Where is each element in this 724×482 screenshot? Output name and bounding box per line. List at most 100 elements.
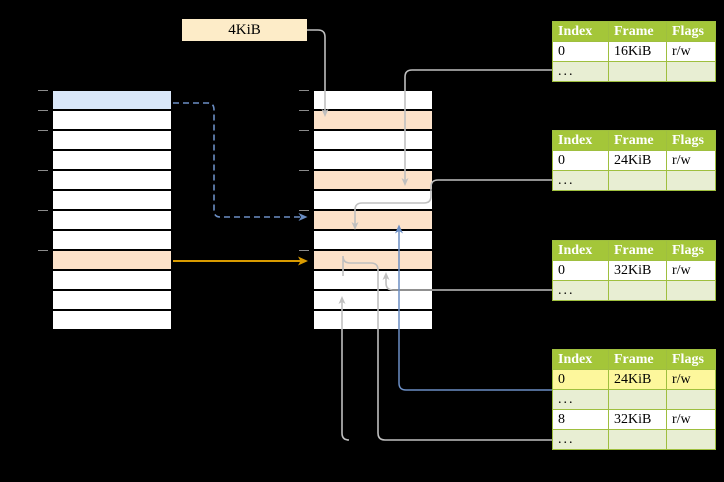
cell-index: 0 (552, 150, 609, 171)
physical-frame-cell-1[interactable] (313, 110, 433, 130)
cell-index: 0 (552, 260, 609, 281)
cell-flags (666, 389, 716, 410)
virtual-page-tick-0 (38, 90, 48, 91)
physical-frame-cell-9[interactable] (313, 270, 433, 290)
cell-flags (666, 170, 716, 191)
cell-flags: r/w (666, 260, 716, 281)
table-row-ellipsis[interactable]: ... (552, 61, 716, 82)
virtual-page-cell-10[interactable] (52, 290, 172, 310)
physical-frame-cell-3[interactable] (313, 150, 433, 170)
cell-frame: 24KiB (608, 150, 667, 171)
virtual-page-cell-4[interactable] (52, 170, 172, 190)
virtual-page-cell-8[interactable] (52, 250, 172, 270)
cell-frame (608, 61, 667, 82)
cell-index: ... (552, 389, 609, 410)
virtual-page-tick-4 (38, 170, 48, 171)
cell-frame (608, 170, 667, 191)
table-row-ellipsis[interactable]: ... (552, 389, 716, 410)
cell-index: ... (552, 170, 609, 191)
virtual-page-cell-7[interactable] (52, 230, 172, 250)
cell-frame: 16KiB (608, 41, 667, 62)
virtual-page-cell-3[interactable] (52, 150, 172, 170)
cell-index: ... (552, 429, 609, 450)
table-row-ellipsis[interactable]: ... (552, 429, 716, 450)
virtual-page-cell-6[interactable] (52, 210, 172, 230)
virtual-page-cell-1[interactable] (52, 110, 172, 130)
cell-frame: 32KiB (608, 409, 667, 430)
virtual-page-cell-11[interactable] (52, 310, 172, 330)
column-header-index: Index (552, 21, 609, 42)
table-row-ellipsis[interactable]: ... (552, 170, 716, 191)
cell-flags (666, 61, 716, 82)
physical-frame-cell-5[interactable] (313, 190, 433, 210)
physical-frame-cell-10[interactable] (313, 290, 433, 310)
cell-frame (608, 389, 667, 410)
cell-index: ... (552, 61, 609, 82)
virtual-page-cell-9[interactable] (52, 270, 172, 290)
physical-frame-cell-0[interactable] (313, 90, 433, 110)
physical-frame-tick-8 (299, 250, 309, 251)
cell-frame (608, 429, 667, 450)
physical-frame-cell-8[interactable] (313, 250, 433, 270)
physical-frame-tick-2 (299, 130, 309, 131)
cell-flags: r/w (666, 41, 716, 62)
virtual-page-cell-5[interactable] (52, 190, 172, 210)
cell-index: ... (552, 280, 609, 301)
virtual-page-tick-6 (38, 210, 48, 211)
cell-frame (608, 280, 667, 301)
virtual-page-cell-0[interactable] (52, 90, 172, 110)
column-header-flags: Flags (666, 240, 716, 261)
cell-index: 8 (552, 409, 609, 430)
size-label-4kib: 4KiB (182, 19, 307, 41)
table-row-ellipsis[interactable]: ... (552, 280, 716, 301)
physical-frame-cell-4[interactable] (313, 170, 433, 190)
physical-frame-tick-6 (299, 210, 309, 211)
cell-frame: 24KiB (608, 369, 667, 390)
column-header-frame: Frame (608, 349, 667, 370)
cell-flags: r/w (666, 409, 716, 430)
physical-frame-cell-11[interactable] (313, 310, 433, 330)
cell-index: 0 (552, 369, 609, 390)
virtual-page-tick-1 (38, 110, 48, 111)
cell-flags (666, 280, 716, 301)
physical-frame-cell-6[interactable] (313, 210, 433, 230)
column-header-flags: Flags (666, 130, 716, 151)
cell-frame: 32KiB (608, 260, 667, 281)
cell-flags: r/w (666, 369, 716, 390)
cell-flags: r/w (666, 150, 716, 171)
column-header-index: Index (552, 349, 609, 370)
virtual-page-tick-2 (38, 130, 48, 131)
column-header-index: Index (552, 240, 609, 261)
column-header-frame: Frame (608, 240, 667, 261)
column-header-frame: Frame (608, 130, 667, 151)
physical-frame-cell-7[interactable] (313, 230, 433, 250)
physical-memory-column (313, 90, 433, 330)
physical-frame-tick-1 (299, 110, 309, 111)
virtual-page-cell-2[interactable] (52, 130, 172, 150)
virtual-address-space-column (52, 90, 172, 330)
column-header-flags: Flags (666, 21, 716, 42)
wire-virtual-to-physical-dashed (173, 102, 308, 221)
column-header-flags: Flags (666, 349, 716, 370)
cell-flags (666, 429, 716, 450)
column-header-index: Index (552, 130, 609, 151)
physical-frame-cell-2[interactable] (313, 130, 433, 150)
column-header-frame: Frame (608, 21, 667, 42)
cell-index: 0 (552, 41, 609, 62)
physical-frame-tick-0 (299, 90, 309, 91)
virtual-page-tick-8 (38, 250, 48, 251)
